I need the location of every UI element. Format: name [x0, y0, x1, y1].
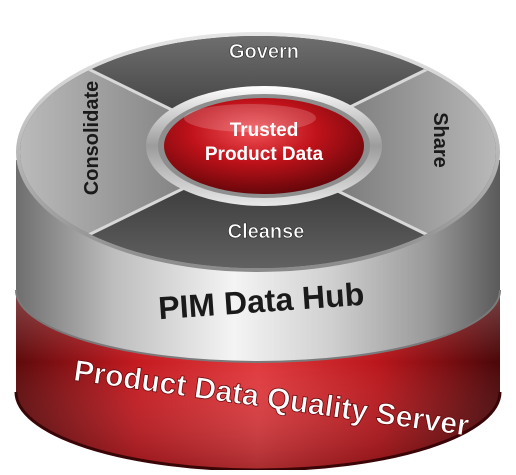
center-hub [164, 98, 364, 194]
segment-label-cleanse: Cleanse [228, 221, 305, 243]
center-line-1: Trusted [230, 120, 299, 141]
segment-consolidate [20, 60, 258, 244]
segment-share [258, 60, 496, 244]
segment-label-govern: Govern [229, 41, 299, 63]
segment-label-share: Share [429, 112, 451, 168]
center-highlight [184, 104, 316, 132]
center-line-2: Product Data [205, 144, 324, 165]
segment-wheel [20, 36, 496, 268]
segment-label-consolidate: Consolidate [81, 81, 103, 195]
segment-govern [70, 36, 446, 152]
segment-cleanse [70, 152, 446, 268]
